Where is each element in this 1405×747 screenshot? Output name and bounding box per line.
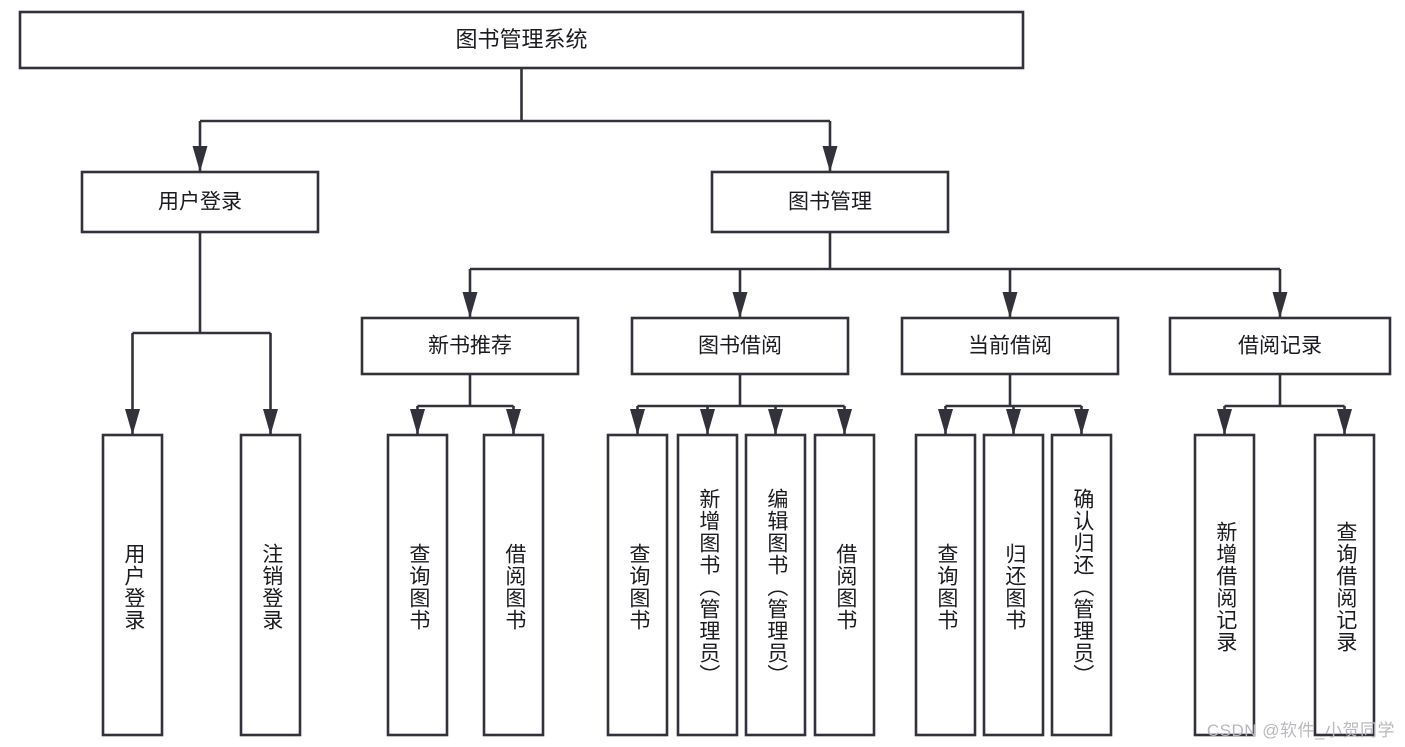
arrow-head-icon-leaf-11 — [1217, 409, 1232, 435]
arrow-head-icon-leaf-7 — [837, 409, 852, 435]
arrow-head-icon-leaf-9 — [1006, 409, 1021, 435]
arrow-head-icon-level3-3 — [1272, 292, 1288, 318]
leaf-node-9[interactable] — [982, 433, 1045, 737]
leaf-node-4[interactable] — [606, 433, 669, 737]
level3-node-2[interactable] — [900, 316, 1120, 376]
arrow-head-icon-leaf-10 — [1074, 409, 1089, 435]
arrow-head-icon-leaf-8 — [938, 409, 953, 435]
level3-node-3[interactable] — [1168, 316, 1392, 376]
arrow-head-icon-leaf-0 — [125, 409, 140, 435]
root-node-book-management-system[interactable] — [18, 10, 1025, 70]
arrow-head-icon-leaf-4 — [630, 409, 645, 435]
arrow-head-icon-level3-1 — [732, 292, 748, 318]
root-node-book-management-system-label: 图书管理系统 — [455, 27, 587, 52]
leaf-node-1[interactable] — [239, 433, 302, 737]
level3-node-1[interactable] — [630, 316, 850, 376]
leaf-node-3[interactable] — [482, 433, 545, 737]
arrow-head-icon-level2-0 — [192, 146, 208, 172]
arrow-head-icon-level3-2 — [1002, 292, 1018, 318]
arrow-head-icon-leaf-5 — [700, 409, 715, 435]
level2-node-0-label: 用户登录 — [158, 191, 242, 214]
arrow-head-icon-level3-0 — [462, 292, 478, 318]
level3-node-0[interactable] — [360, 316, 580, 376]
leaf-node-2[interactable] — [386, 433, 449, 737]
arrow-head-icon-leaf-2 — [410, 409, 425, 435]
connector-lines-layer — [125, 68, 1352, 435]
leaf-node-10[interactable] — [1050, 433, 1113, 737]
level3-node-3-label: 借阅记录 — [1238, 335, 1322, 358]
level3-node-0-label: 新书推荐 — [428, 335, 512, 358]
arrow-head-icon-leaf-12 — [1337, 409, 1352, 435]
level2-node-0[interactable] — [80, 170, 320, 234]
arrow-head-icon-leaf-3 — [506, 409, 521, 435]
level3-node-1-label: 图书借阅 — [698, 335, 782, 358]
level2-node-1-label: 图书管理 — [788, 191, 872, 214]
leaf-node-6[interactable] — [744, 433, 807, 737]
leaf-node-11[interactable] — [1193, 433, 1256, 737]
leaf-node-8[interactable] — [914, 433, 977, 737]
node-boxes-layer — [18, 10, 1392, 737]
leaf-node-0[interactable] — [101, 433, 164, 737]
arrow-head-icon-leaf-1 — [263, 409, 278, 435]
leaf-node-7[interactable] — [813, 433, 876, 737]
arrow-head-icon-leaf-6 — [768, 409, 783, 435]
level2-node-1[interactable] — [710, 170, 950, 234]
leaf-node-5[interactable] — [676, 433, 739, 737]
csdn-watermark: CSDN @软件_小贺同学 — [1206, 721, 1395, 740]
level3-node-2-label: 当前借阅 — [968, 335, 1052, 358]
arrow-head-icon-level2-1 — [822, 146, 838, 172]
leaf-node-12[interactable] — [1313, 433, 1376, 737]
